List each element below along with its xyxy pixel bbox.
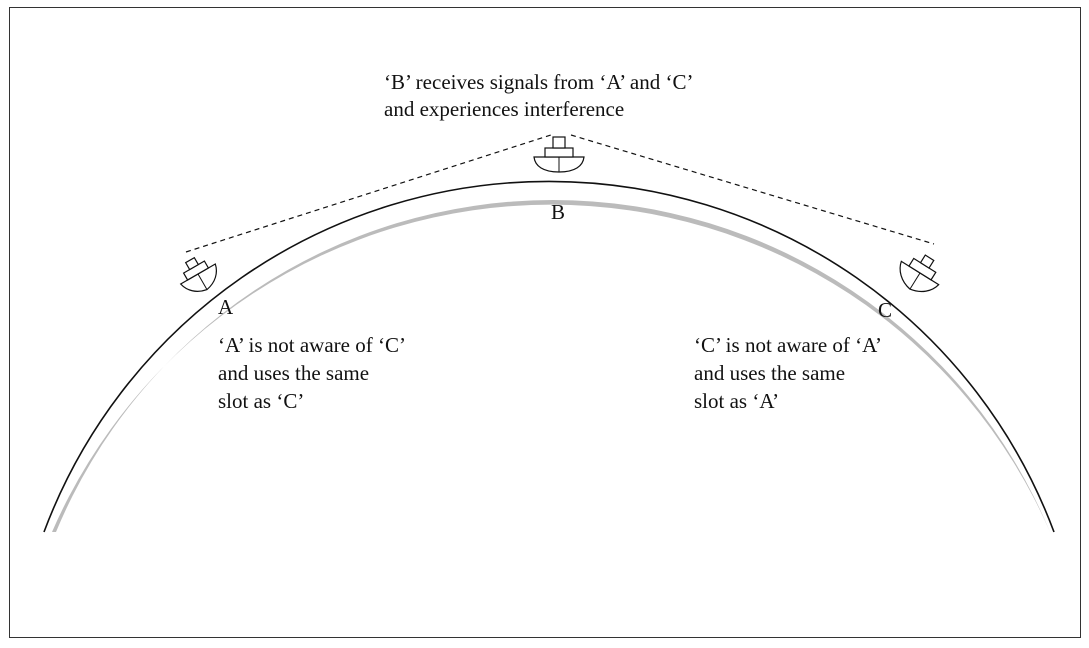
ship-a-icon [179,256,217,292]
earth-curve-shadow [52,199,1050,532]
note-c-line-2: and uses the same [694,361,845,385]
diagram-frame [9,7,1081,638]
caption-line-2: and experiences interference [384,97,624,121]
signal-path-a-to-b [185,134,552,253]
ship-c-icon [899,254,940,293]
signal-path-c-to-b [570,134,935,245]
caption-line-1: ‘B’ receives signals from ‘A’ and ‘C’ [384,70,693,94]
ship-c-label: C [878,298,892,322]
note-a-line-1: ‘A’ is not aware of ‘C’ [218,333,406,357]
ship-a-label: A [218,295,234,319]
note-a-line-3: slot as ‘C’ [218,389,304,413]
ship-b-icon [533,136,585,173]
earth-curve [43,180,1055,533]
note-a-line-2: and uses the same [218,361,369,385]
note-c-line-3: slot as ‘A’ [694,389,779,413]
ship-b-label: B [551,200,565,224]
note-c-line-1: ‘C’ is not aware of ‘A’ [694,333,882,357]
